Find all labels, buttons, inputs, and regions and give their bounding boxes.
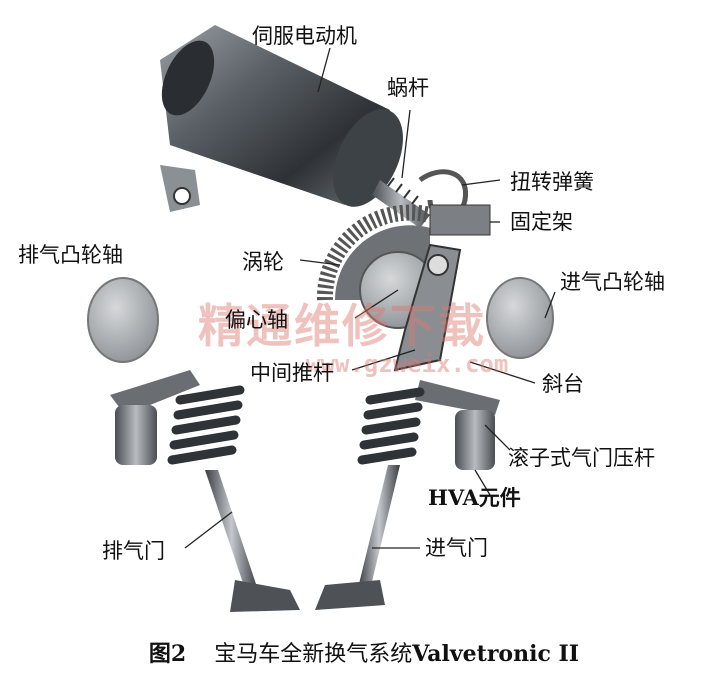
exhaust-camshaft	[87, 277, 159, 363]
label-servo-motor: 伺服电动机	[252, 24, 357, 48]
label-ramp: 斜台	[542, 372, 584, 396]
label-roller-rocker: 滚子式气门压杆	[508, 446, 655, 470]
label-torsion-spring: 扭转弹簧	[510, 170, 594, 194]
intake-camshaft	[486, 277, 554, 359]
label-worm: 蜗杆	[387, 76, 429, 100]
label-intake-camshaft: 进气凸轮轴	[560, 270, 665, 294]
label-worm-wheel: 涡轮	[242, 250, 284, 274]
figure-system-name: Valvetronic II	[412, 641, 580, 667]
label-eccentric-shaft: 偏心轴	[225, 308, 288, 332]
label-hva: HVA元件	[428, 485, 521, 510]
intake-rocker	[415, 380, 500, 470]
label-intake-valve: 进气门	[425, 536, 488, 560]
label-exhaust-valve: 排气门	[102, 539, 165, 563]
intake-spring	[357, 387, 425, 465]
figure-title: 宝马车全新换气系统	[214, 642, 413, 667]
label-intermediate-lever: 中间推杆	[250, 361, 334, 385]
exhaust-spring	[167, 385, 245, 465]
figure-caption: 图2 宝马车全新换气系统Valvetronic II	[0, 636, 728, 668]
worm-gear	[372, 177, 430, 228]
watermark-url: www.gzweix.com	[306, 350, 509, 378]
servo-motor	[160, 25, 403, 212]
label-bracket: 固定架	[510, 210, 573, 234]
label-exhaust-camshaft: 排气凸轮轴	[18, 243, 123, 267]
exhaust-rocker	[110, 370, 200, 465]
intermediate-lever	[393, 243, 462, 372]
leader-lines	[184, 47, 556, 549]
figure-number: 图2	[148, 641, 187, 667]
bracket	[429, 204, 491, 236]
intake-valve	[315, 465, 400, 610]
exhaust-valve	[205, 470, 300, 612]
watermark: 精通维修下载	[198, 299, 486, 353]
